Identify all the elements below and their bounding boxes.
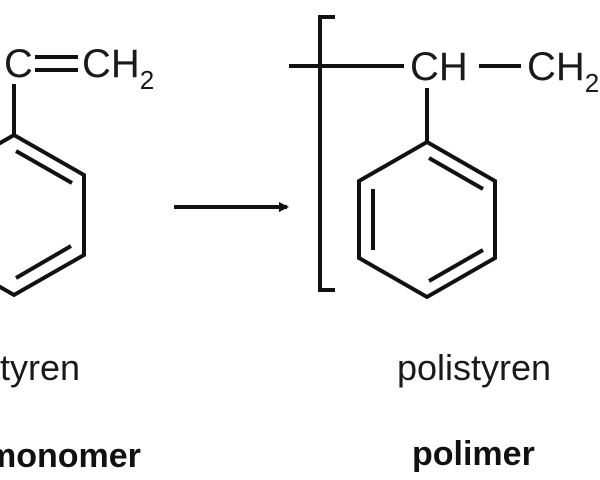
polymer-role: polimer	[412, 435, 535, 473]
monomer-benzene-ring	[0, 132, 86, 298]
monomer-ring-inner-bond-1	[15, 149, 73, 185]
monomer-c-atom: C	[4, 42, 33, 86]
monomer-ring-inner-bond-2	[14, 244, 73, 280]
polymer-ch2-group: CH2	[527, 45, 599, 98]
polymer-benzene-ring	[357, 139, 497, 300]
polymer-ring-inner-bond-2	[428, 248, 484, 283]
polymer-ch-group: CH	[410, 45, 468, 89]
polymer-ring-inner-bond-1	[428, 156, 484, 191]
monomer-structure: C CH2	[0, 42, 154, 298]
polymer-name: polistyren	[397, 347, 551, 388]
monomer-ch-group: CH2	[82, 42, 154, 95]
polymer-structure: CH CH2	[289, 15, 599, 300]
polymer-left-bracket	[318, 15, 335, 292]
monomer-role: monomer	[0, 437, 141, 475]
monomer-name: styren	[0, 347, 80, 388]
